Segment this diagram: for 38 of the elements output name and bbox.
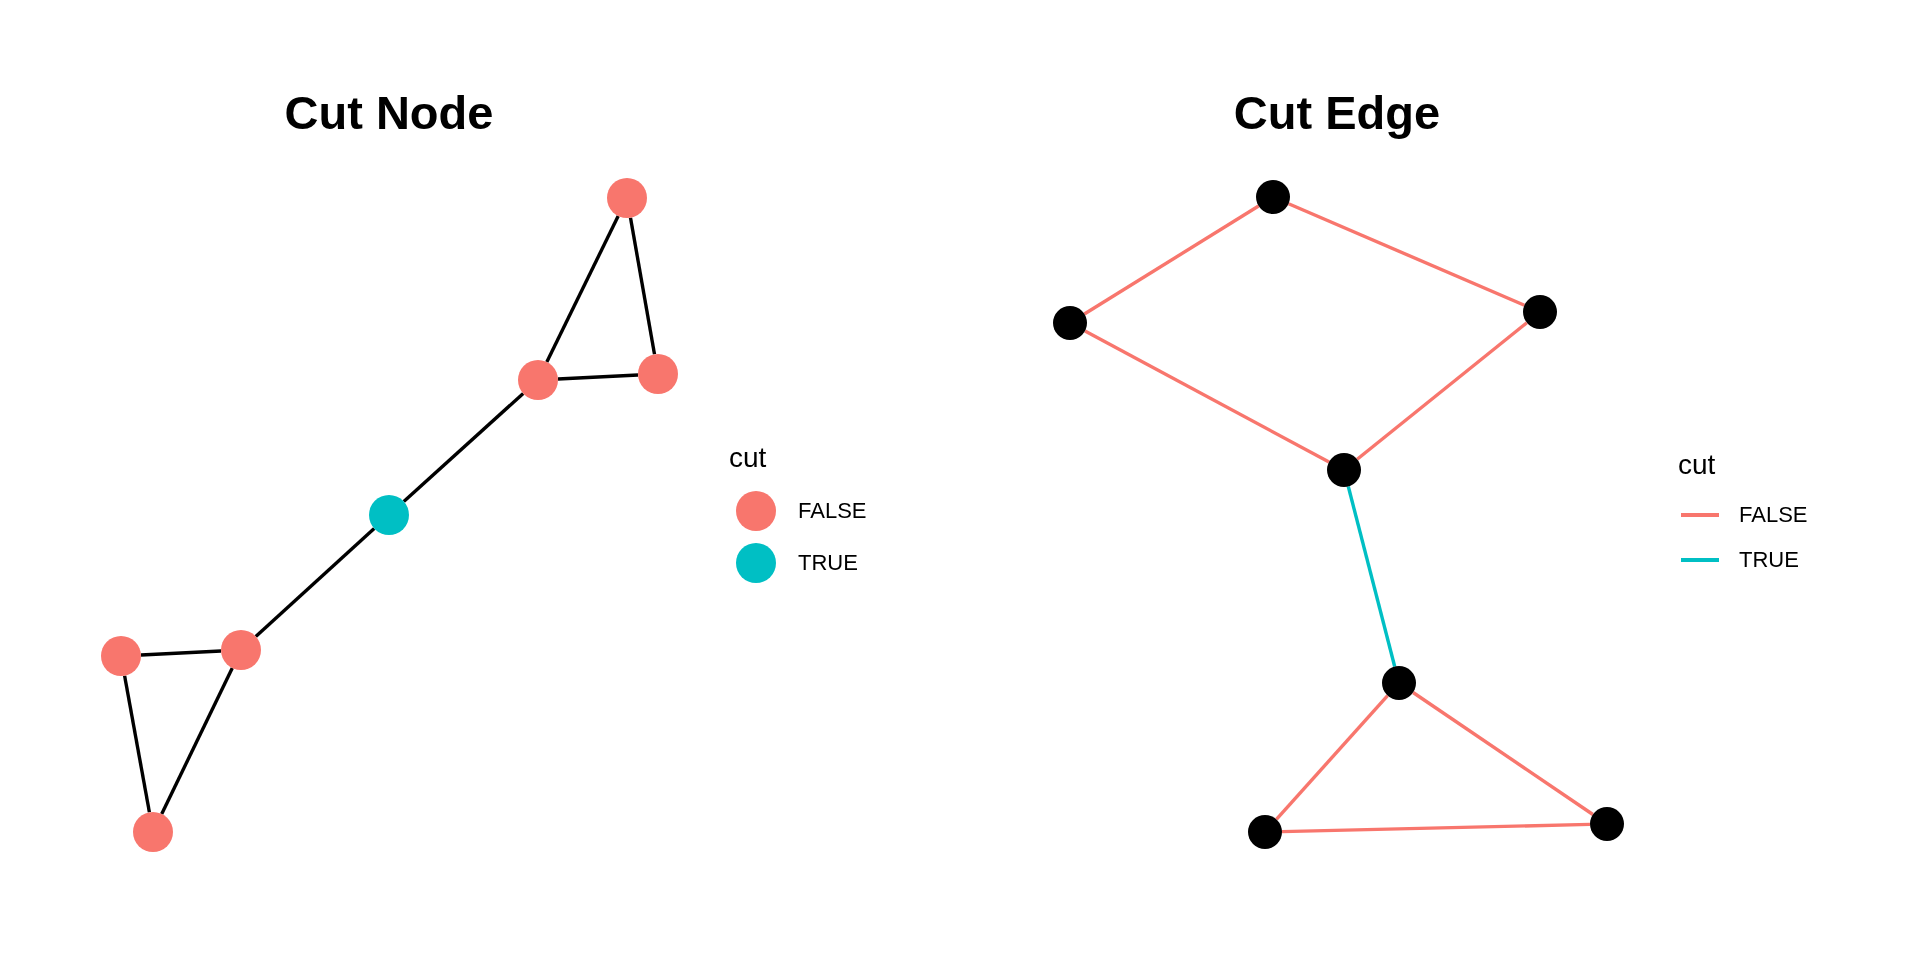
edge-line xyxy=(1084,329,1330,464)
node-dot xyxy=(1053,306,1087,340)
node-dot xyxy=(1248,815,1282,849)
edge-line xyxy=(545,215,620,363)
edge-line xyxy=(402,392,525,503)
legend-label: TRUE xyxy=(798,550,858,576)
edge-line xyxy=(122,675,152,813)
legend-label: FALSE xyxy=(1739,502,1808,528)
edge-line xyxy=(1287,202,1526,307)
edge-line xyxy=(254,527,376,638)
node-dot xyxy=(1523,295,1557,329)
edge-line xyxy=(628,217,657,355)
node-dot xyxy=(221,630,261,670)
legend-title: cut xyxy=(1678,448,1716,482)
legend-label: TRUE xyxy=(1739,547,1799,573)
legend-label: FALSE xyxy=(798,498,867,524)
edge-line xyxy=(557,373,639,381)
node-dot xyxy=(1327,453,1361,487)
node-dot xyxy=(133,812,173,852)
node-dot xyxy=(1590,807,1624,841)
legend-title: cut xyxy=(729,441,767,475)
node-dot xyxy=(607,178,647,218)
edge-line xyxy=(1346,486,1397,667)
edge-line xyxy=(160,667,234,815)
node-dot xyxy=(1256,180,1290,214)
edge-line xyxy=(1083,204,1260,316)
node-dot xyxy=(518,360,558,400)
edge-line xyxy=(1281,822,1591,834)
panel-title: Cut Edge xyxy=(1233,86,1441,140)
node-dot xyxy=(101,636,141,676)
node-dot xyxy=(638,354,678,394)
edge-line xyxy=(140,649,222,657)
edge-line xyxy=(1275,694,1389,821)
edge-line xyxy=(1412,691,1594,816)
node-dot xyxy=(1382,666,1416,700)
node-dot xyxy=(369,495,409,535)
edge-line xyxy=(1356,321,1528,461)
panel-title: Cut Node xyxy=(284,86,494,140)
